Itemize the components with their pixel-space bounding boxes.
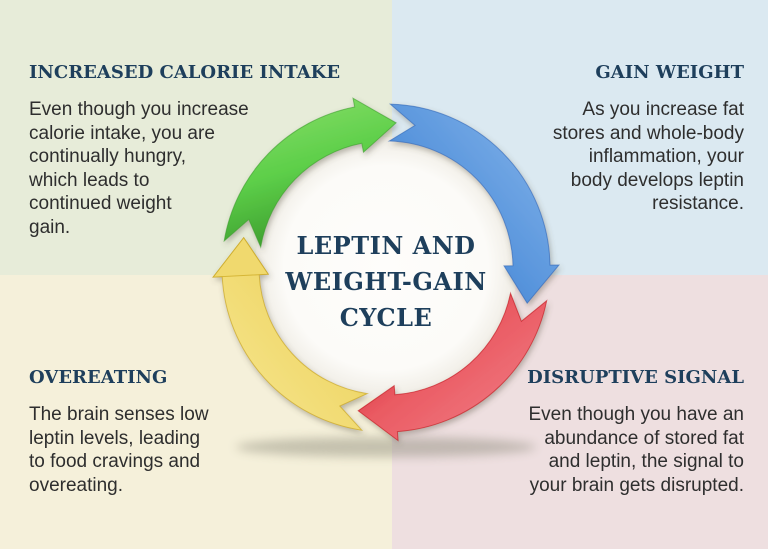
increased-calorie-intake-heading: INCREASED CALORIE INTAKE	[29, 62, 341, 83]
overeating-arrow-head	[212, 236, 270, 278]
gain-weight-body: As you increase fat stores and whole-bod…	[552, 99, 744, 214]
section-disruptive-signal: DISRUPTIVE SIGNAL Even though you have a…	[454, 366, 744, 497]
overeating-body: The brain senses low leptin levels, lead…	[29, 404, 209, 496]
section-overeating: OVEREATING The brain senses low leptin l…	[29, 366, 329, 497]
cycle-inner-circle	[255, 137, 517, 399]
gain-weight-heading: GAIN WEIGHT	[595, 62, 744, 83]
cycle-center-label: LEPTIN AND WEIGHT-GAIN CYCLE	[285, 231, 487, 332]
disruptive-signal-arrow	[357, 291, 548, 442]
disruptive-signal-body: Even though you have an abundance of sto…	[528, 404, 744, 496]
overeating-heading: OVEREATING	[29, 367, 168, 388]
disruptive-signal-heading: DISRUPTIVE SIGNAL	[527, 367, 744, 388]
increased-calorie-intake-body: Even though you increase calorie intake,…	[29, 99, 249, 238]
section-increased-calorie-intake: INCREASED CALORIE INTAKE Even though you…	[29, 61, 341, 239]
gain-weight-arrow	[387, 103, 561, 305]
increased-calorie-intake-arrow	[223, 97, 397, 249]
cycle-ground-shadow	[236, 437, 536, 457]
section-gain-weight: GAIN WEIGHT As you increase fat stores a…	[484, 61, 744, 216]
